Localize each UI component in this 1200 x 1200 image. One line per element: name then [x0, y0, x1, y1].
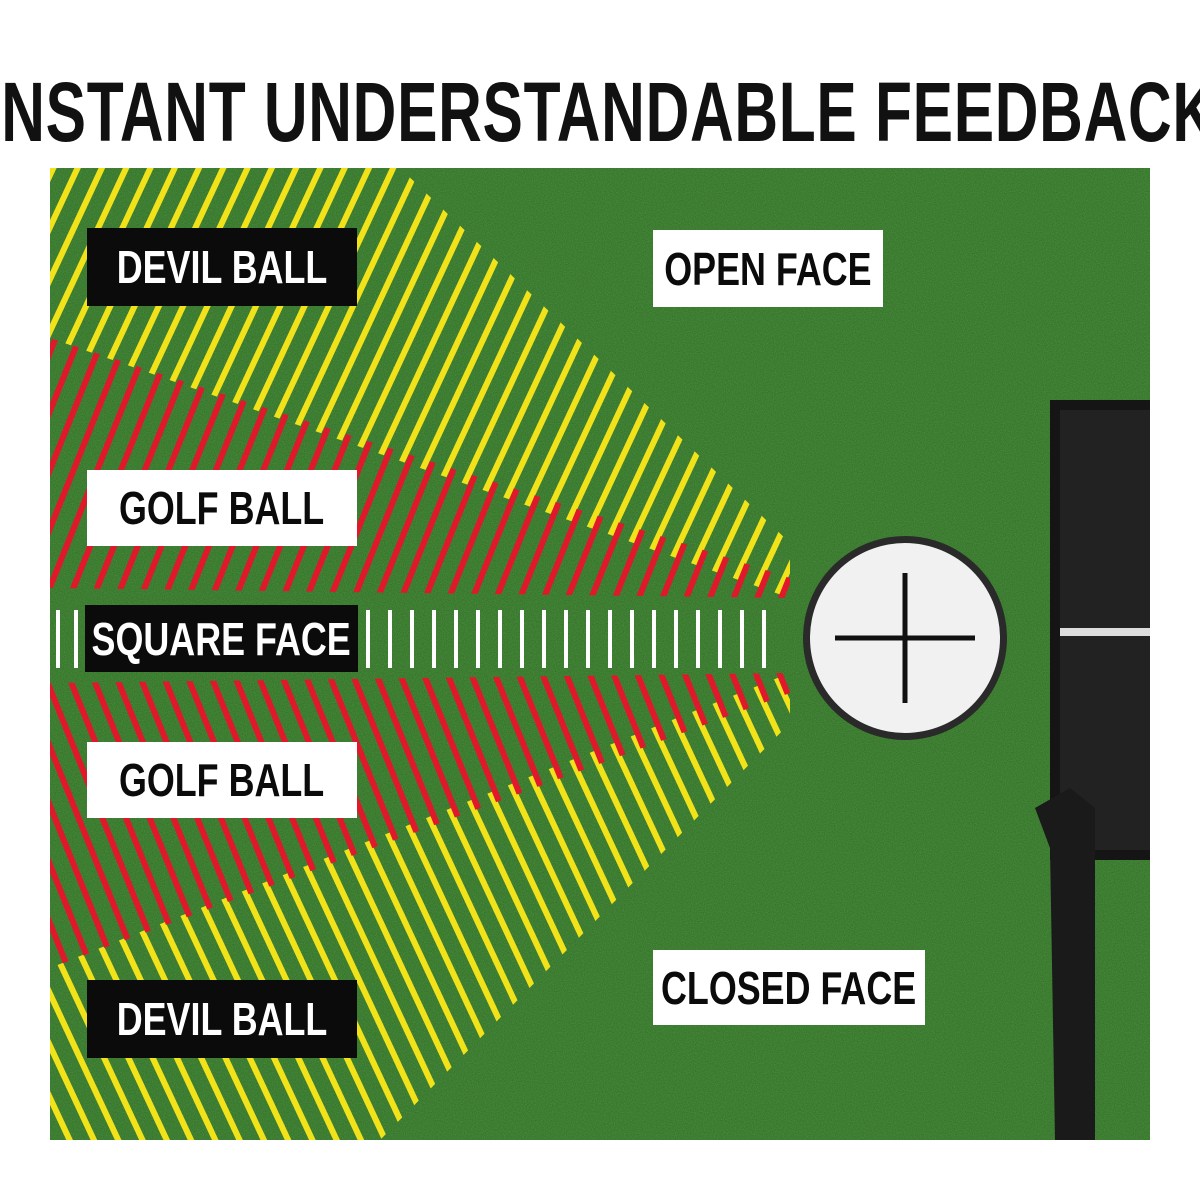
headline-text: INSTANT UNDERSTANDABLE FEEDBACK: [0, 65, 1200, 159]
label-text: GOLF BALL: [119, 482, 325, 534]
label-text: DEVIL BALL: [116, 993, 328, 1045]
putter: [1035, 400, 1150, 1140]
label-closed-face: CLOSED FACE: [653, 950, 925, 1025]
label-text: DEVIL BALL: [116, 241, 328, 293]
label-golf-ball-top: GOLF BALL: [87, 470, 357, 546]
label-text: SQUARE FACE: [91, 612, 352, 665]
putting-mat: [50, 168, 1150, 1140]
headline: INSTANT UNDERSTANDABLE FEEDBACK: [0, 60, 1200, 165]
golf-ball: [803, 536, 1007, 740]
alignment-graphic: [50, 168, 1150, 1140]
label-open-face: OPEN FACE: [653, 230, 883, 307]
label-devil-ball-bottom: DEVIL BALL: [87, 980, 357, 1058]
label-text: OPEN FACE: [664, 242, 872, 295]
label-golf-ball-bottom: GOLF BALL: [87, 742, 357, 818]
square-face-line: [56, 610, 766, 668]
label-text: GOLF BALL: [119, 754, 325, 806]
label-devil-ball-top: DEVIL BALL: [87, 228, 357, 306]
label-text: CLOSED FACE: [661, 961, 917, 1014]
label-square-face: SQUARE FACE: [85, 605, 358, 672]
